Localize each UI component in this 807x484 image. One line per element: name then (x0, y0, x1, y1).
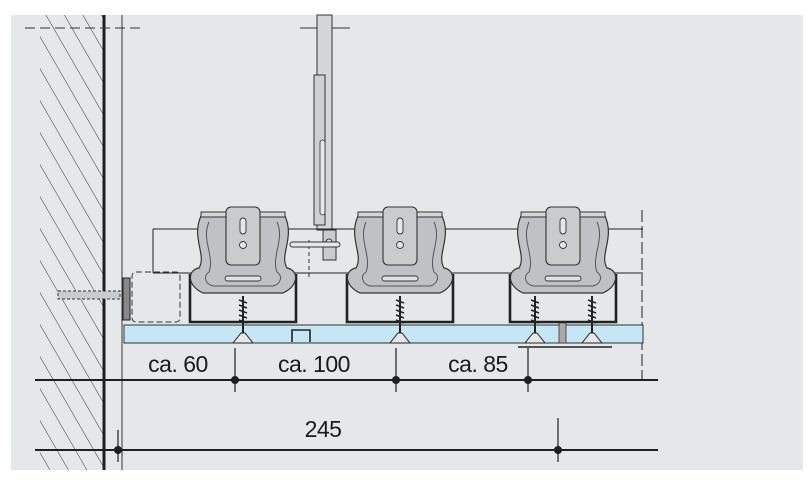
dimension-label-total: 245 (305, 416, 342, 442)
board-joint-profile (291, 329, 311, 342)
dimension-label-middle: ca. 100 (278, 351, 350, 377)
dimension-line-spacing (35, 348, 658, 392)
ceiling-clip-2 (345, 205, 455, 344)
joint-filler (558, 321, 567, 344)
ceiling-hanger (289, 14, 350, 277)
dimension-label-edge: ca. 60 (148, 351, 208, 377)
plasterboard (123, 324, 644, 344)
ceiling-clip-1 (188, 205, 298, 344)
masonry-wall (25, 15, 140, 470)
dimension-label-right: ca. 85 (448, 351, 508, 377)
wall-edge-profile (57, 271, 181, 323)
dimension-line-total (35, 418, 658, 462)
ceiling-clip-3 (508, 205, 618, 344)
